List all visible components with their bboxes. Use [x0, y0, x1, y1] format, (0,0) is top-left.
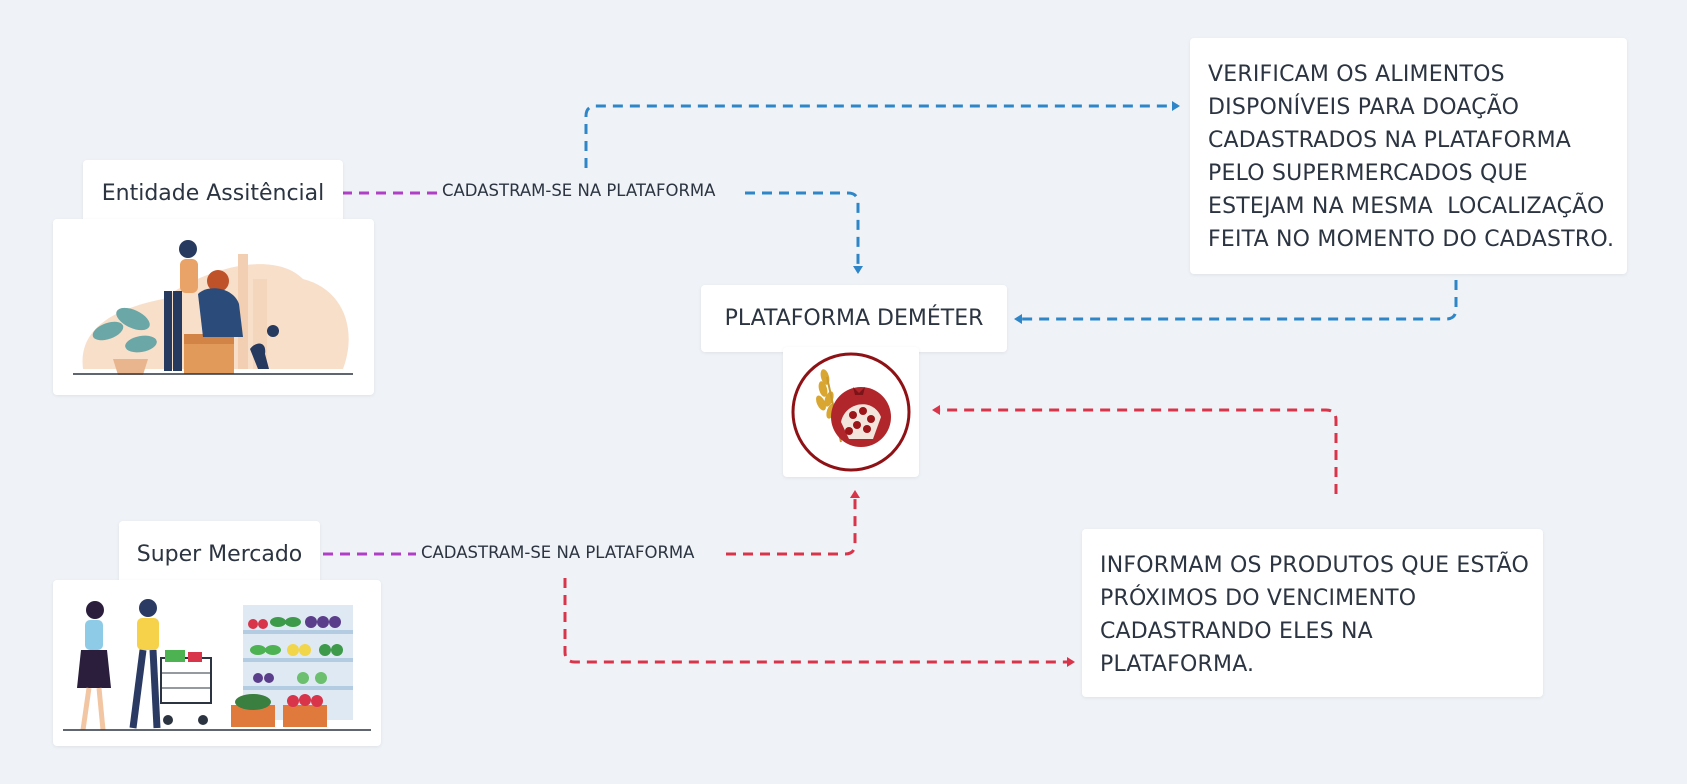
- verify-note: VERIFICAM OS ALIMENTOS DISPONÍVEIS PARA …: [1190, 38, 1627, 274]
- market-title: Super Mercado: [136, 541, 303, 567]
- inform-note-line: CADASTRANDO ELES NA: [1100, 619, 1373, 644]
- platform-title: PLATAFORMA DEMÉTER: [724, 306, 984, 331]
- entity-register-label: CADASTRAM-SE NA PLATAFORMA: [438, 181, 720, 200]
- inform-note-line: PLATAFORMA.: [1100, 652, 1255, 677]
- market-register-label: CADASTRAM-SE NA PLATAFORMA: [417, 543, 699, 562]
- inform-note-line: INFORMAM OS PRODUTOS QUE ESTÃO: [1100, 553, 1529, 578]
- entity-title-card: Entidade Assitêncial: [83, 160, 343, 226]
- verify-note-line: FEITA NO MOMENTO DO CADASTRO.: [1208, 227, 1615, 252]
- inform-note-line: PRÓXIMOS DO VENCIMENTO: [1100, 586, 1417, 611]
- verify-note-line: VERIFICAM OS ALIMENTOS: [1208, 62, 1505, 87]
- verify-note-line: DISPONÍVEIS PARA DOAÇÃO: [1208, 95, 1520, 120]
- entity-to-verify-arrow: [584, 101, 1180, 168]
- inform-note: INFORMAM OS PRODUTOS QUE ESTÃO PRÓXIMOS …: [1082, 529, 1543, 697]
- platform-logo: [783, 347, 919, 477]
- verify-note-line: CADASTRADOS NA PLATAFORMA: [1208, 128, 1572, 153]
- market-to-platform-arrow: [726, 490, 860, 556]
- market-illustration: [53, 580, 381, 746]
- verify-note-line: ESTEJAM NA MESMA LOCALIZAÇÃO: [1208, 194, 1605, 219]
- market-to-inform-arrow: [563, 578, 1075, 667]
- entity-to-platform-arrow: [745, 191, 863, 274]
- market-title-card: Super Mercado: [119, 521, 320, 587]
- entity-illustration: [53, 219, 374, 395]
- verify-note-line: PELO SUPERMERCADOS QUE: [1208, 161, 1528, 186]
- entity-title: Entidade Assitêncial: [101, 180, 325, 206]
- inform-to-platform-arrow: [932, 405, 1338, 494]
- verify-to-platform-arrow: [1014, 280, 1458, 324]
- platform-title-card: PLATAFORMA DEMÉTER: [701, 285, 1007, 352]
